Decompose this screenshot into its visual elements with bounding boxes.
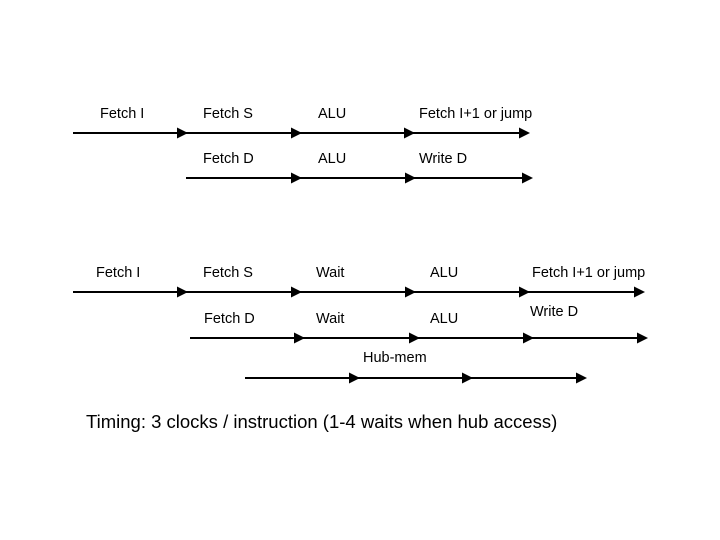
stage-label-row3-fetch-i: Fetch I [96, 265, 141, 281]
stage-label-row3-alu: ALU [430, 265, 459, 281]
stage-label-hub-mem: Hub-mem [363, 350, 427, 366]
timeline-hub-mem [245, 371, 590, 385]
stage-label-row1-fetch-next: Fetch I+1 or jump [419, 106, 533, 122]
stage-label-row3-fetch-next: Fetch I+1 or jump [532, 265, 646, 281]
timeline-row4-data [190, 331, 650, 345]
stage-label-row4-alu: ALU [430, 311, 459, 327]
timing-summary-text: Timing: 3 clocks / instruction (1-4 wait… [86, 411, 558, 432]
stage-label-row3-wait: Wait [316, 265, 345, 281]
stage-label-row2-write-d: Write D [419, 151, 468, 167]
stage-label-row4-wait: Wait [316, 311, 345, 327]
timeline-row1-instruction [73, 126, 533, 140]
stage-label-row4-write-d: Write D [530, 304, 579, 320]
stage-label-row3-fetch-s: Fetch S [203, 265, 253, 281]
stage-label-row2-alu: ALU [318, 151, 347, 167]
timeline-row3-instruction [73, 285, 648, 299]
stage-label-row2-fetch-d: Fetch D [203, 151, 254, 167]
stage-label-row1-alu: ALU [318, 106, 347, 122]
timeline-row2-data [186, 171, 536, 185]
stage-label-row1-fetch-i: Fetch I [100, 106, 145, 122]
stage-label-row1-fetch-s: Fetch S [203, 106, 253, 122]
stage-label-row4-fetch-d: Fetch D [204, 311, 255, 327]
